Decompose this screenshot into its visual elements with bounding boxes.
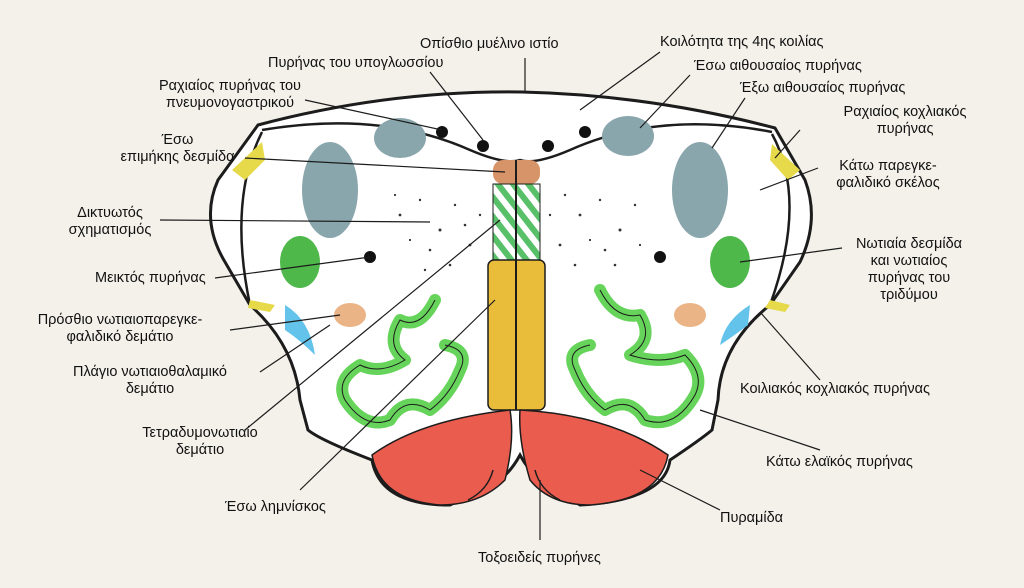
right-cochlear-yellow: [765, 300, 790, 312]
leader-ambiguus: [214, 256, 371, 279]
right-hypoglossal-dot: [542, 140, 554, 152]
left-anterior-spinocerebellar: [334, 303, 366, 327]
leader-tectospinal: [244, 219, 501, 431]
leader-reticular: [159, 219, 431, 223]
leader-spinocerebellar: [229, 314, 341, 331]
label-icp-line-2: φαλιδικό σκέλος: [836, 175, 940, 191]
leader-spinothalamic: [259, 324, 331, 373]
label-arcuate-nuclei: Τοξοειδείς πυρήνες: [478, 550, 601, 566]
left-lateral-vestibular-nucleus: [302, 142, 358, 238]
right-ambiguus-dot: [654, 251, 666, 263]
left-medial-vestibular-nucleus: [374, 118, 426, 158]
leader-medial-lemniscus: [299, 299, 496, 491]
right-ventral-cochlear-nucleus: [720, 305, 750, 345]
label-trigeminal-line-4: τριδύμου: [880, 287, 938, 303]
label-vagus-dorsal-nucleus: Ραχιαίος πυρήνας του πνευμονογαστρικού: [140, 78, 320, 112]
right-medial-vestibular-nucleus: [602, 116, 654, 156]
right-dorsal-cochlear-nucleus: [770, 144, 800, 180]
label-tectospinal-line-2: δεμάτιο: [175, 442, 225, 458]
leader-inferior-olive: [699, 409, 821, 451]
label-mlf-line-2: επιμήκης δεσμίδα: [120, 149, 235, 165]
label-inferior-olivary-nucleus: Κάτω ελαϊκός πυρήνας: [766, 454, 913, 470]
leader-pyramid: [639, 469, 721, 511]
label-trigeminal-line-3: πυρήνας του: [867, 270, 951, 286]
right-spinal-trigeminal-nucleus: [710, 236, 750, 288]
left-ventral-cochlear-nucleus: [285, 305, 315, 355]
label-reticular-line-1: Δικτυωτός: [77, 205, 143, 221]
leader-mlf: [244, 157, 506, 173]
label-reticular-line-2: σχηματισμός: [68, 222, 152, 238]
label-medial-vestibular-nucleus: Έσω αιθουσαίος πυρήνας: [694, 58, 862, 74]
left-dorsal-cochlear-nucleus: [232, 142, 265, 180]
label-vagus-line-2: πνευμονογαστρικού: [165, 95, 295, 111]
arcuate-nuclei-line-left: [467, 469, 494, 501]
label-spinal-trigeminal: Νωτιαία δεσμίδα και νωτιαίος πυρήνας του…: [836, 236, 982, 304]
left-vagus-dot: [436, 126, 448, 138]
label-dorsal-cochlear-line-1: Ραχιαίος κοχλιακός: [843, 104, 967, 120]
label-ant-sc-line-2: φαλιδικό δεμάτιο: [66, 329, 174, 345]
label-ventral-cochlear-nucleus: Κοιλιακός κοχλιακός πυρήνας: [740, 381, 931, 397]
label-lateral-spinothalamic: Πλάγιο νωτιαιοθαλαμικό δεμάτιο: [30, 364, 270, 398]
label-trigeminal-line-1: Νωτιαία δεσμίδα: [855, 236, 963, 252]
label-lst-line-1: Πλάγιο νωτιαιοθαλαμικό: [72, 364, 227, 380]
right-pyramid: [518, 409, 669, 506]
label-anterior-spinocerebellar: Πρόσθιο νωτιαιοπαρεγκε- φαλιδικό δεμάτιο: [2, 312, 238, 346]
label-lateral-vestibular-nucleus: Έξω αιθουσαίος πυρήνας: [740, 80, 906, 96]
label-posterior-medullary-velum: Οπίσθιο μυέλινο ιστίο: [420, 36, 559, 52]
leader-ventral-cochlear: [759, 311, 821, 381]
left-inferior-olive-outline: [341, 299, 464, 423]
left-hypoglossal-dot: [477, 140, 489, 152]
right-inner-line: [768, 133, 791, 306]
label-icp-line-1: Κάτω παρεγκε-: [839, 158, 937, 174]
label-inferior-cerebellar-peduncle: Κάτω παρεγκε- φαλιδικό σκέλος: [818, 158, 958, 192]
left-cochlear-yellow: [248, 300, 275, 312]
leader-lateral-vestibular: [711, 97, 746, 149]
left-reticular-formation: [393, 193, 482, 272]
leader-trigeminal: [739, 247, 843, 263]
label-medial-longitudinal-fasciculus: Έσω επιμήκης δεσμίδα: [110, 132, 245, 166]
label-tectospinal-line-1: Τετραδυμονωτιαίο: [142, 425, 258, 441]
label-trigeminal-line-2: και νωτιαίος: [870, 253, 948, 269]
label-fourth-ventricle: Κοιλότητα της 4ης κοιλίας: [660, 34, 824, 50]
label-nucleus-ambiguus: Μεικτός πυρήνας: [95, 270, 206, 286]
label-pyramid: Πυραμίδα: [720, 510, 784, 526]
leader-hypoglossal: [429, 71, 484, 141]
right-lateral-vestibular-nucleus: [672, 142, 728, 238]
left-pyramid: [371, 409, 513, 506]
right-vagus-dot: [579, 126, 591, 138]
leader-inf-cerebellar: [759, 167, 819, 191]
leader-lines: [159, 51, 843, 540]
label-lst-line-2: δεμάτιο: [125, 381, 175, 397]
arcuate-nuclei-line: [534, 469, 561, 501]
label-vagus-line-1: Ραχιαίος πυρήνας του: [159, 78, 301, 94]
right-inferior-olive-outline: [571, 289, 699, 423]
label-dorsal-cochlear-nucleus: Ραχιαίος κοχλιακός πυρήνας: [800, 104, 1010, 138]
label-reticular-formation: Δικτυωτός σχηματισμός: [60, 205, 160, 239]
label-tectospinal: Τετραδυμονωτιαίο δεμάτιο: [120, 425, 280, 459]
label-mlf-line-1: Έσω: [161, 132, 194, 148]
leader-4th-ventricle: [579, 51, 661, 111]
label-ant-sc-line-1: Πρόσθιο νωτιαιοπαρεγκε-: [37, 312, 203, 328]
label-dorsal-cochlear-line-2: πυρήνας: [876, 121, 934, 137]
right-anterior-spinocerebellar: [674, 303, 706, 327]
label-medial-lemniscus: Έσω λημνίσκος: [225, 499, 326, 515]
right-reticular-formation: [548, 193, 642, 267]
leader-medial-vestibular: [639, 74, 691, 129]
leader-vagus: [304, 99, 443, 131]
leader-dorsal-cochlear: [774, 129, 801, 159]
label-hypoglossal-nucleus: Πυρήνας του υπογλωσσίου: [268, 55, 444, 71]
left-spinal-trigeminal-nucleus: [280, 236, 320, 288]
